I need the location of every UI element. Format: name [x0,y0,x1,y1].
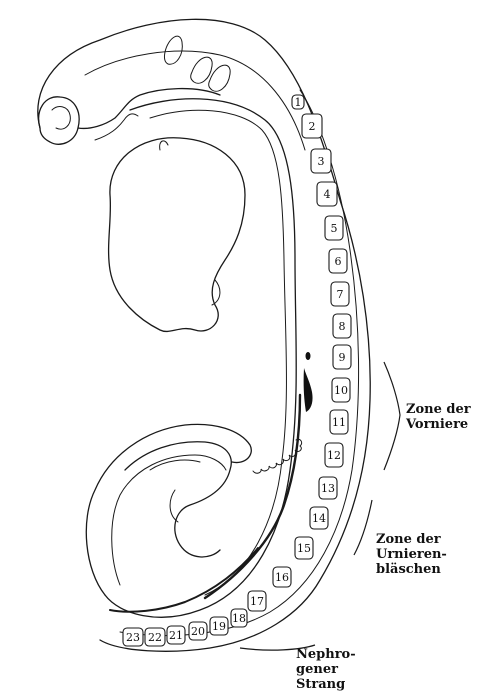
somite-number-17: 17 [250,595,264,608]
somite-number-10: 10 [334,384,348,397]
heart-inner-contour [160,141,220,305]
somite-number-7: 7 [337,288,344,301]
zone-vorniere-brace [384,362,400,470]
somite-number-19: 19 [212,620,226,633]
zone-urnieren-brace [354,500,372,555]
label-nephrogener-line2: gener [296,662,338,677]
pronephros-mark [306,352,311,360]
label-zone-urnieren-line3: bläschen [376,562,441,577]
somite-number-2: 2 [309,120,316,133]
vesicle-1 [164,36,182,64]
somite-number-20: 20 [191,625,205,638]
somite-number-16: 16 [275,571,289,584]
tail-hindgut-inner [150,460,200,522]
somite-number-22: 22 [148,631,162,644]
somite-number-12: 12 [327,449,341,462]
label-zone-urnieren: Zone der Urnieren- bläschen [376,532,451,577]
label-zone-urnieren-line2: Urnieren- [376,547,447,562]
pronephros-ducts [304,368,313,412]
somite-number-9: 9 [339,351,346,364]
label-nephrogener-line1: Nephro- [296,647,356,662]
body-cavity-line-2 [150,110,286,595]
label-zone-vorniere-line1: Zone der [406,402,471,417]
vesicle-2 [191,57,212,83]
somite-number-5: 5 [331,222,338,235]
label-zone-vorniere-line2: Vorniere [405,417,468,432]
nephrogenic-cord [110,548,258,612]
head-contour [39,97,79,144]
label-zone-vorniere: Zone der Vorniere [405,402,475,432]
somite-number-3: 3 [318,155,325,168]
somite-number-11: 11 [332,416,346,429]
somite-number-1: 1 [295,96,302,109]
somite-number-4: 4 [324,188,331,201]
neck-inner-contour [95,114,138,140]
label-nephrogener-line3: Strang [296,677,345,692]
somite-number-21: 21 [169,629,183,642]
tail-hindgut [125,442,231,557]
label-nephrogener-strang: Nephro- gener Strang [296,647,360,692]
neck-contour [78,89,220,129]
somite-number-23: 23 [126,631,140,644]
somite-number-6: 6 [335,255,342,268]
somite-number-13: 13 [321,482,335,495]
somite-number-18: 18 [232,612,246,625]
somite-number-8: 8 [339,320,346,333]
body-cavity-line [105,99,296,617]
somite-number-14: 14 [312,512,326,525]
tail-inner [112,455,226,585]
label-zone-urnieren-line1: Zone der [376,532,441,547]
somite-number-15: 15 [297,542,311,555]
head-inner-contour [52,107,70,130]
heart-contour [109,138,245,332]
